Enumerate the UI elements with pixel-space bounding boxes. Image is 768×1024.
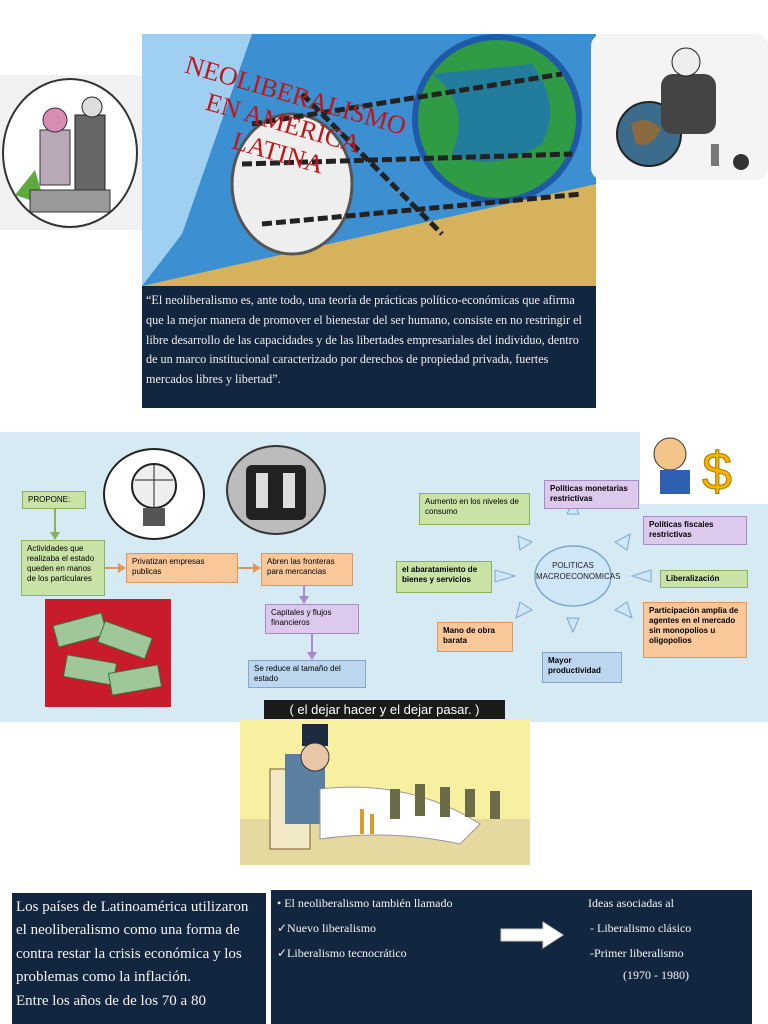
ideas-heading: Ideas asociadas al (588, 896, 674, 910)
money-bag-illustration (226, 445, 326, 535)
concept-map: $ PROPONE: Actividades que realizaba el … (0, 432, 768, 722)
title-banner: NEOLIBERALISMO EN AMERICA LATINA (142, 34, 596, 286)
mano-box: Mano de obra barata (437, 622, 513, 652)
banner-illustration (142, 34, 596, 286)
right-caricature-image (591, 34, 768, 180)
alias-liberalismo-tecnocratico: ✓Liberalismo tecnocrático (277, 946, 407, 960)
latam-context-panel: Los países de Latinoamérica utilizaron e… (12, 893, 266, 1024)
propone-box: PROPONE: (22, 491, 86, 509)
alias-nuevo-liberalismo: ✓Nuevo liberalismo (277, 921, 377, 935)
fiscales-box: Políticas fiscales restrictivas (643, 516, 747, 545)
participacion-box: Participación amplia de agentes en el me… (643, 602, 747, 658)
left-caricature-image (0, 75, 142, 230)
cash-bills-illustration (45, 599, 171, 707)
aliases-panel: • El neoliberalismo también llamado ✓Nue… (271, 890, 752, 1024)
politicas-center-label: POLITICAS MACROECONOMICAS (536, 561, 621, 581)
ideas-years: (1970 - 1980) (623, 968, 689, 982)
privatizan-box: Privatizan empresas publicas (126, 553, 238, 583)
concept-map-connectors (50, 498, 652, 660)
alias-heading: • El neoliberalismo también llamado (277, 896, 453, 910)
actividades-box: Actividades que realizaba el estado qued… (21, 540, 105, 596)
latam-years-text: Entre los años de de los 70 a 80 (16, 992, 206, 1009)
ideas-primer-liberalismo: -Primer liberalismo (590, 946, 684, 960)
definition-quote-panel: “El neoliberalismo es, ante todo, una te… (142, 286, 596, 408)
liberalizacion-box: Liberalización (660, 570, 748, 588)
capitales-box: Capitales y flujos financieros (265, 604, 359, 634)
globe-chained-illustration (103, 448, 205, 540)
capitalist-cartoon-image (240, 719, 530, 865)
productividad-box: Mayor productividad (542, 652, 622, 683)
latam-context-text: Los países de Latinoamérica utilizaron e… (16, 899, 249, 986)
definition-quote: “El neoliberalismo es, ante todo, una te… (146, 293, 582, 387)
aumento-box: Aumento en los niveles de consumo (419, 493, 530, 525)
abren-box: Abren las fronteras para mercancias (261, 553, 353, 586)
money-man-illustration: $ (640, 432, 768, 504)
svg-text:$: $ (702, 442, 732, 502)
dejar-hacer-label: ( el dejar hacer y el dejar pasar. ) (264, 700, 505, 720)
right-arrow-icon (500, 921, 564, 949)
abaratamiento-box: el abaratamiento de bienes y servicios (396, 561, 492, 593)
reduce-box: Se reduce al tamaño del estado (248, 660, 366, 688)
monetarias-box: Políticas monetarias restrictivas (544, 480, 639, 509)
ideas-liberalismo-clasico: - Liberalismo clásico (590, 921, 692, 935)
